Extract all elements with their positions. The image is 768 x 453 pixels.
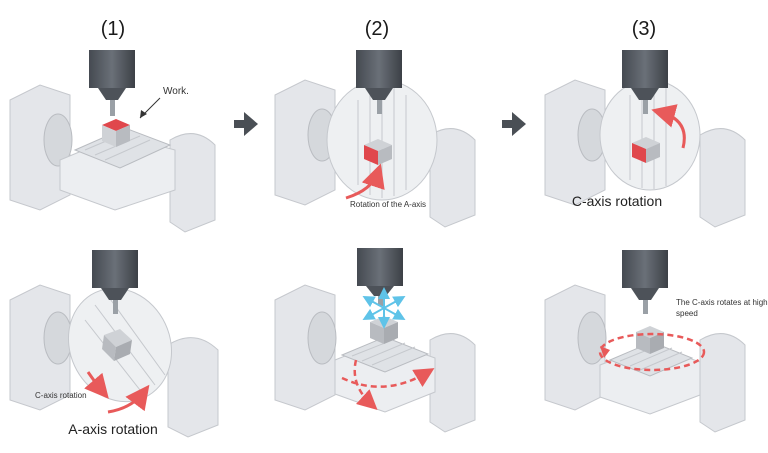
machine-panel-6 xyxy=(544,250,746,433)
c-axis-rotation-small-label: C-axis rotation xyxy=(35,391,87,400)
work-pointer-arrowhead xyxy=(140,110,147,118)
rotation-path-arrow xyxy=(353,359,378,411)
c-axis-rotation-arrow-small xyxy=(84,371,109,399)
machine-panel-4 xyxy=(9,250,219,438)
right-arrow-icon xyxy=(502,112,526,136)
step-1-label: (1) xyxy=(101,18,125,40)
a-axis-rotation-title: A-axis rotation xyxy=(68,421,157,437)
rotation-path-arrow xyxy=(341,368,435,388)
c-axis-high-speed-label-line2: speed xyxy=(676,309,698,318)
machine-panel-1 xyxy=(9,50,216,233)
right-arrow-icon xyxy=(234,112,258,136)
spindle xyxy=(89,50,135,116)
workpiece xyxy=(364,139,392,165)
c-axis-rotation-arrow xyxy=(651,104,686,149)
machine-panel-2 xyxy=(274,50,476,228)
workpiece xyxy=(102,119,130,147)
work-label: Work. xyxy=(163,86,189,97)
a-axis-rotation-arrow xyxy=(345,163,385,200)
xyz-movement-arrows xyxy=(362,287,406,329)
spindle xyxy=(356,50,402,114)
spindle xyxy=(622,250,668,314)
spindle xyxy=(622,50,668,114)
workpiece xyxy=(102,329,132,361)
spindle xyxy=(92,250,138,314)
step-2-label: (2) xyxy=(365,18,389,40)
c-axis-high-speed-path xyxy=(598,332,706,372)
a-axis-rotation-arrow xyxy=(107,384,150,414)
workpiece xyxy=(636,326,664,354)
spindle xyxy=(357,248,403,306)
machine-panel-5 xyxy=(274,248,476,433)
c-axis-rotation-title: C-axis rotation xyxy=(572,193,662,209)
c-axis-high-speed-arrowhead xyxy=(600,346,610,358)
step-3-label: (3) xyxy=(632,18,656,40)
rotation-a-axis-label: Rotation of the A-axis xyxy=(350,200,426,209)
c-axis-high-speed-label-line1: The C-axis rotates at high xyxy=(676,298,768,307)
workpiece xyxy=(632,137,660,163)
